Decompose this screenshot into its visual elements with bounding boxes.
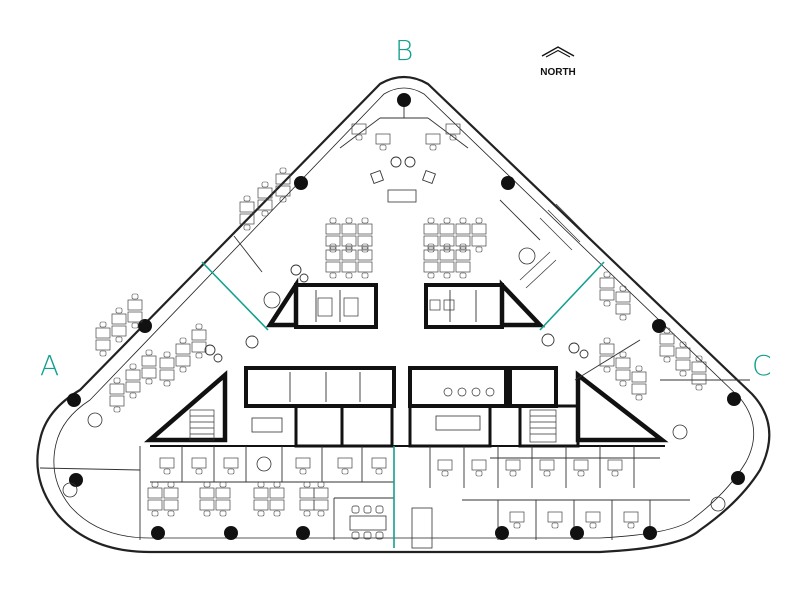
columns [67, 93, 745, 540]
core-walls [143, 277, 669, 448]
wc-fixtures [317, 297, 495, 397]
wing-label-a: A [40, 349, 60, 382]
wing-dividers [201, 261, 605, 548]
north-label: NORTH [540, 67, 576, 78]
building-outline [36, 75, 771, 554]
wing-label-c: C [752, 349, 772, 382]
wing-label-b: B [395, 34, 414, 67]
stairs [189, 203, 589, 443]
north-arrow-icon [541, 46, 575, 58]
lounge-seating [204, 156, 589, 363]
north-indicator: NORTH [536, 44, 580, 78]
workstations [96, 123, 706, 529]
meeting-tables [62, 189, 726, 549]
partitions [39, 100, 750, 540]
